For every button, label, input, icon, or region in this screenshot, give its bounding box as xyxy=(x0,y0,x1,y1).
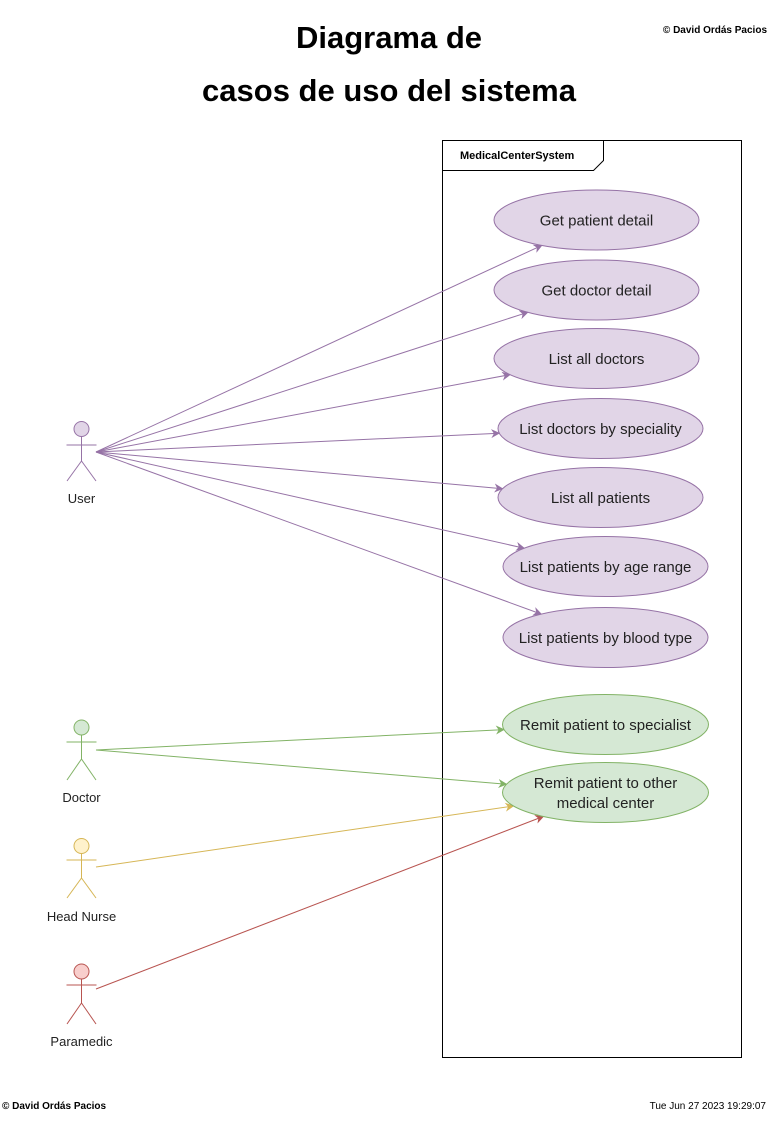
association-head_nurse-to-remit_patient_to_other_center xyxy=(95,802,515,868)
actor-paramedic[interactable]: Paramedic xyxy=(50,963,113,1049)
system-name: MedicalCenterSystem xyxy=(460,150,575,162)
use-case-list-doctors-by-speciality[interactable]: List doctors by speciality xyxy=(497,398,704,459)
use-case-list-all-doctors[interactable]: List all doctors xyxy=(493,328,700,389)
use-case-label-line-2: medical center xyxy=(557,795,655,812)
actor-label: Paramedic xyxy=(50,1034,113,1049)
association-user-to-list_patients_by_age_range xyxy=(95,451,526,551)
use-case-get-doctor-detail[interactable]: Get doctor detail xyxy=(493,259,700,321)
actor-doctor[interactable]: Doctor xyxy=(62,719,101,805)
actor-head-nurse[interactable]: Head Nurse xyxy=(47,838,116,925)
stick-figure-icon xyxy=(66,838,97,899)
use-case-label: List patients by age range xyxy=(520,559,692,576)
page-title-line-1: Diagrama de xyxy=(295,20,483,55)
actor-label: Head Nurse xyxy=(47,909,116,924)
use-case-label: Remit patient to specialist xyxy=(520,717,692,734)
association-user-to-list_doctors_by_speciality xyxy=(95,429,501,453)
associations xyxy=(95,244,545,990)
page-title-line-2: casos de uso del sistema xyxy=(202,73,576,108)
use-case-label: List all doctors xyxy=(549,351,645,368)
use-case-get-patient-detail[interactable]: Get patient detail xyxy=(493,189,700,251)
actor-label: User xyxy=(68,491,96,506)
stick-figure-icon xyxy=(66,963,97,1025)
use-case-label: List doctors by speciality xyxy=(519,421,682,438)
association-user-to-get_patient_detail xyxy=(95,244,543,453)
use-case-label: Get doctor detail xyxy=(541,283,651,300)
use-case-label: List patients by blood type xyxy=(519,630,692,647)
association-user-to-get_doctor_detail xyxy=(95,310,529,453)
use-case-remit-patient-to-other-center[interactable]: Remit patient to other medical center xyxy=(502,762,709,823)
use-case-list-patients-by-blood-type[interactable]: List patients by blood type xyxy=(502,607,709,668)
association-paramedic-to-remit_patient_to_other_center xyxy=(95,815,545,990)
use-case-label: Get patient detail xyxy=(540,213,653,230)
header-copyright: © David Ordás Pacios xyxy=(662,25,767,36)
stick-figure-icon xyxy=(66,719,97,781)
use-case-list-all-patients[interactable]: List all patients xyxy=(497,467,704,528)
association-user-to-list_patients_by_blood_type xyxy=(95,451,543,616)
actor-user[interactable]: User xyxy=(66,421,97,507)
actor-label: Doctor xyxy=(62,790,101,805)
footer-copyright: © David Ordás Pacios xyxy=(2,1101,107,1112)
footer-timestamp: Tue Jun 27 2023 19:29:07 xyxy=(649,1101,766,1112)
use-case-list-patients-by-age-range[interactable]: List patients by age range xyxy=(502,536,709,597)
association-doctor-to-remit_patient_to_other_center xyxy=(95,749,508,789)
use-case-remit-patient-to-specialist[interactable]: Remit patient to specialist xyxy=(502,694,709,755)
stick-figure-icon xyxy=(66,421,97,482)
use-case-label: List all patients xyxy=(551,490,650,507)
use-case-label-line-1: Remit patient to other xyxy=(534,775,677,792)
association-doctor-to-remit_patient_to_specialist xyxy=(95,725,505,751)
association-user-to-list_all_patients xyxy=(95,451,504,493)
association-user-to-list_all_doctors xyxy=(95,371,511,453)
